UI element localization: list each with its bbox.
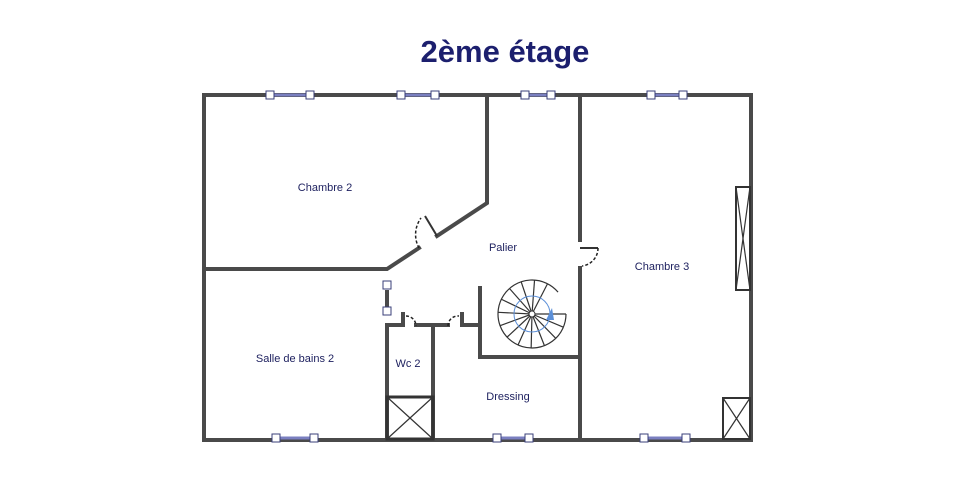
- closet-chambre3: [735, 186, 751, 291]
- window: [520, 90, 556, 100]
- room-label-palier: Palier: [489, 242, 517, 254]
- door-wc[interactable]: [405, 315, 417, 327]
- stair-step: [531, 280, 536, 315]
- room-label-salle-de-bains2: Salle de bains 2: [256, 353, 334, 365]
- window: [271, 433, 319, 443]
- stair-step: [509, 288, 533, 315]
- window: [396, 90, 440, 100]
- stair-step: [498, 311, 533, 315]
- stair-step: [530, 313, 533, 349]
- door-chambre2[interactable]: [414, 215, 438, 249]
- stair-step: [506, 313, 533, 338]
- window-salle: [382, 280, 392, 316]
- wall-stair: [478, 286, 582, 359]
- room-label-dressing: Dressing: [486, 391, 529, 403]
- door-chambre3[interactable]: [580, 247, 599, 267]
- wall-dressing-top: [460, 312, 482, 327]
- room-label-wc2: Wc 2: [395, 358, 420, 370]
- stair-center: [528, 310, 536, 318]
- room-label-chambre3: Chambre 3: [635, 261, 689, 273]
- window: [639, 433, 691, 443]
- stair-step: [499, 313, 533, 327]
- room-label-chambre2: Chambre 2: [298, 182, 352, 194]
- stair-step: [531, 313, 557, 339]
- wall-chambre2-palier: [434, 93, 489, 239]
- stair-step: [531, 283, 549, 315]
- floor-title: 2ème étage: [420, 34, 590, 69]
- stair-step: [501, 298, 533, 315]
- stair-step: [520, 281, 533, 315]
- stair-step: [531, 313, 545, 346]
- duct-wc: [385, 395, 435, 441]
- window: [646, 90, 688, 100]
- wall-chambre2-salle: [202, 245, 422, 271]
- stair-step: [531, 313, 564, 328]
- window: [492, 433, 534, 443]
- window: [265, 90, 315, 100]
- stair-arrow-icon: [546, 308, 554, 320]
- wall-wc-top-left: [385, 312, 405, 327]
- spiral-staircase: [497, 279, 567, 349]
- stair-step: [517, 313, 533, 346]
- door-dressing[interactable]: [447, 315, 460, 327]
- duct-chambre3: [722, 397, 751, 440]
